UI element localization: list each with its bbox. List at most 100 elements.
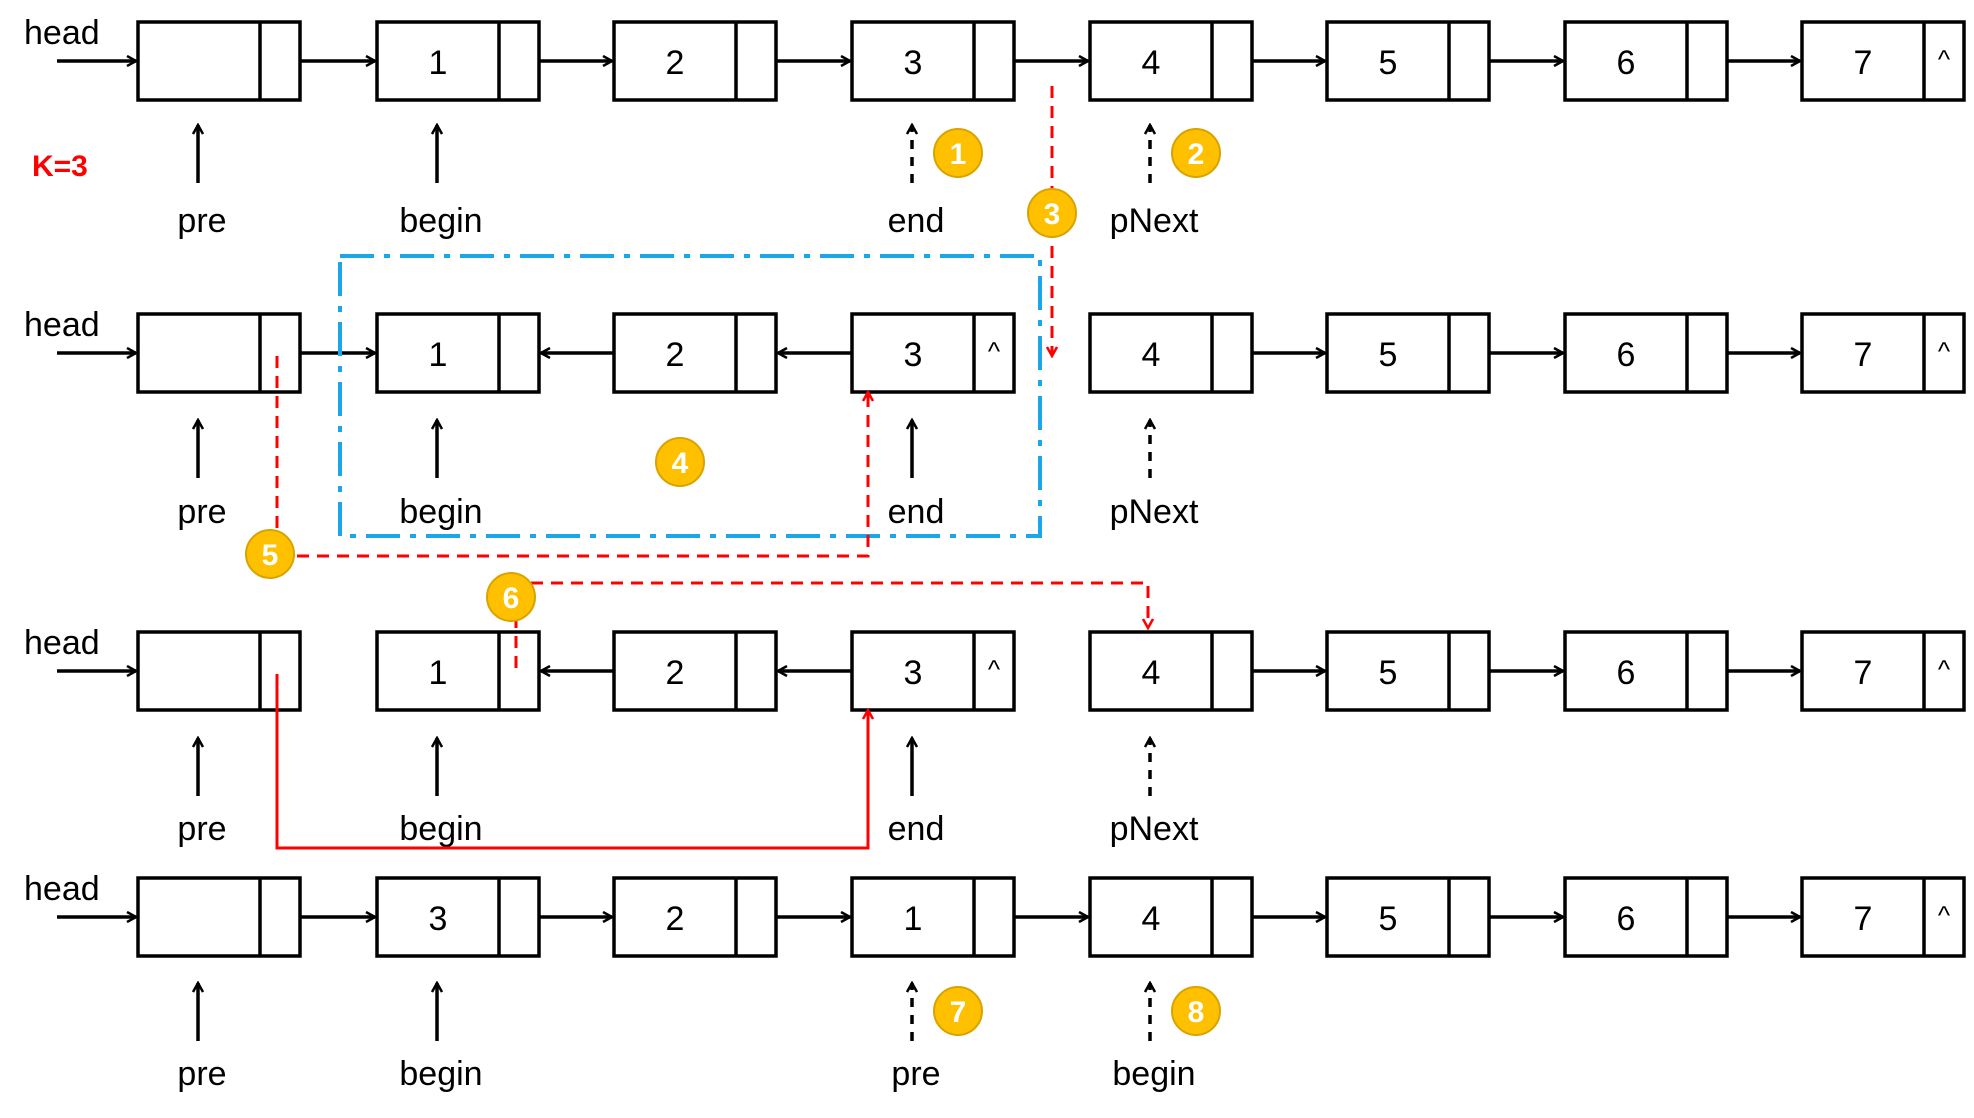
pointer-label: pre [891, 1055, 940, 1093]
list-node: 2 [612, 312, 778, 394]
node-box [1800, 312, 1966, 394]
node-value: 3 [904, 44, 923, 82]
head-label: head [24, 870, 100, 908]
list-node: 1 [850, 876, 1016, 958]
list-node: 5 [1325, 312, 1491, 394]
list-node: 7^ [1800, 630, 1966, 712]
node-value: 3 [429, 900, 448, 938]
pointer-pre: pre [891, 983, 941, 1093]
pointer-label: begin [399, 202, 482, 240]
step-5-path [275, 356, 868, 558]
node-value: 3 [904, 336, 923, 374]
pointer-end: end [888, 125, 944, 240]
list-node: 1 [375, 312, 541, 394]
node-value: 1 [429, 44, 448, 82]
node-box [136, 876, 302, 958]
badge-circle [245, 529, 295, 579]
node-box [1563, 876, 1729, 958]
pointer-label: pre [177, 1055, 226, 1093]
node-value: 1 [429, 654, 448, 692]
pointer-label: end [888, 493, 945, 531]
list-node: 3 [850, 20, 1016, 102]
badge-circle [933, 986, 983, 1036]
list-node [136, 630, 302, 712]
head-label: head [24, 624, 100, 662]
step-annotations [275, 86, 1148, 850]
list-node [136, 312, 302, 394]
node-value: 5 [1379, 44, 1398, 82]
step-badge: 1 [933, 128, 983, 178]
badge-circle [1171, 986, 1221, 1036]
null-marker: ^ [988, 654, 1001, 684]
head-label: head [24, 306, 100, 344]
pointer-begin: begin [399, 420, 483, 531]
step-badge: 2 [1171, 128, 1221, 178]
node-box [850, 312, 1016, 394]
node-box [1088, 876, 1254, 958]
node-value: 4 [1142, 654, 1161, 692]
list-node: 5 [1325, 20, 1491, 102]
node-box [136, 630, 302, 712]
badge-circle [486, 572, 536, 622]
node-box [1088, 312, 1254, 394]
list-node [136, 20, 302, 102]
badge-number: 1 [950, 138, 967, 171]
node-box [1800, 876, 1966, 958]
list-node: 6 [1563, 312, 1729, 394]
node-value: 7 [1854, 336, 1873, 374]
pointer-pNext: pNext [1110, 420, 1199, 531]
list-node: 4 [1088, 876, 1254, 958]
node-value: 5 [1379, 336, 1398, 374]
node-box [612, 20, 778, 102]
node-box [612, 312, 778, 394]
badge-number: 6 [503, 582, 520, 615]
list-node [136, 876, 302, 958]
pointer-pNext: pNext [1110, 125, 1199, 240]
list-node: 3 [850, 312, 1016, 394]
node-value: 2 [666, 44, 685, 82]
node-box [1325, 876, 1491, 958]
pointer-label: pNext [1110, 202, 1199, 240]
node-box [1088, 20, 1254, 102]
pointer-pNext: pNext [1110, 738, 1199, 848]
node-value: 6 [1617, 654, 1636, 692]
pointer-end: end [888, 420, 945, 531]
list-node: 7^ [1800, 312, 1966, 394]
node-value: 4 [1142, 44, 1161, 82]
node-value: 4 [1142, 336, 1161, 374]
node-box [1563, 312, 1729, 394]
node-box [1800, 630, 1966, 712]
list-node: 7^ [1800, 20, 1966, 102]
list-row-2: head 1 2 3 4 5 6 7^ [24, 306, 1966, 394]
node-value: 6 [1617, 336, 1636, 374]
node-value: 1 [429, 336, 448, 374]
list-node: 7^ [1800, 876, 1966, 958]
list-node: 6 [1563, 630, 1729, 712]
list-node: 1 [375, 20, 541, 102]
node-value: 2 [666, 654, 685, 692]
step-badge: 5 [245, 529, 295, 579]
step-badge: 8 [1171, 986, 1221, 1036]
list-node: 2 [612, 876, 778, 958]
node-box [612, 630, 778, 712]
node-value: 6 [1617, 900, 1636, 938]
node-box [1325, 630, 1491, 712]
badge-circle [655, 437, 705, 487]
node-box [1325, 20, 1491, 102]
step-badge: 3 [1027, 188, 1077, 238]
step-badge: 6 [486, 572, 536, 622]
badge-circle [1171, 128, 1221, 178]
node-value: 5 [1379, 900, 1398, 938]
null-marker: ^ [1938, 900, 1951, 930]
pointer-label: begin [399, 1055, 482, 1093]
node-value: 5 [1379, 654, 1398, 692]
pointer-label: begin [399, 810, 482, 848]
node-box [1800, 20, 1966, 102]
step-badge: 7 [933, 986, 983, 1036]
pointer-begin: begin [399, 983, 483, 1093]
node-box [850, 876, 1016, 958]
node-value: 2 [666, 336, 685, 374]
